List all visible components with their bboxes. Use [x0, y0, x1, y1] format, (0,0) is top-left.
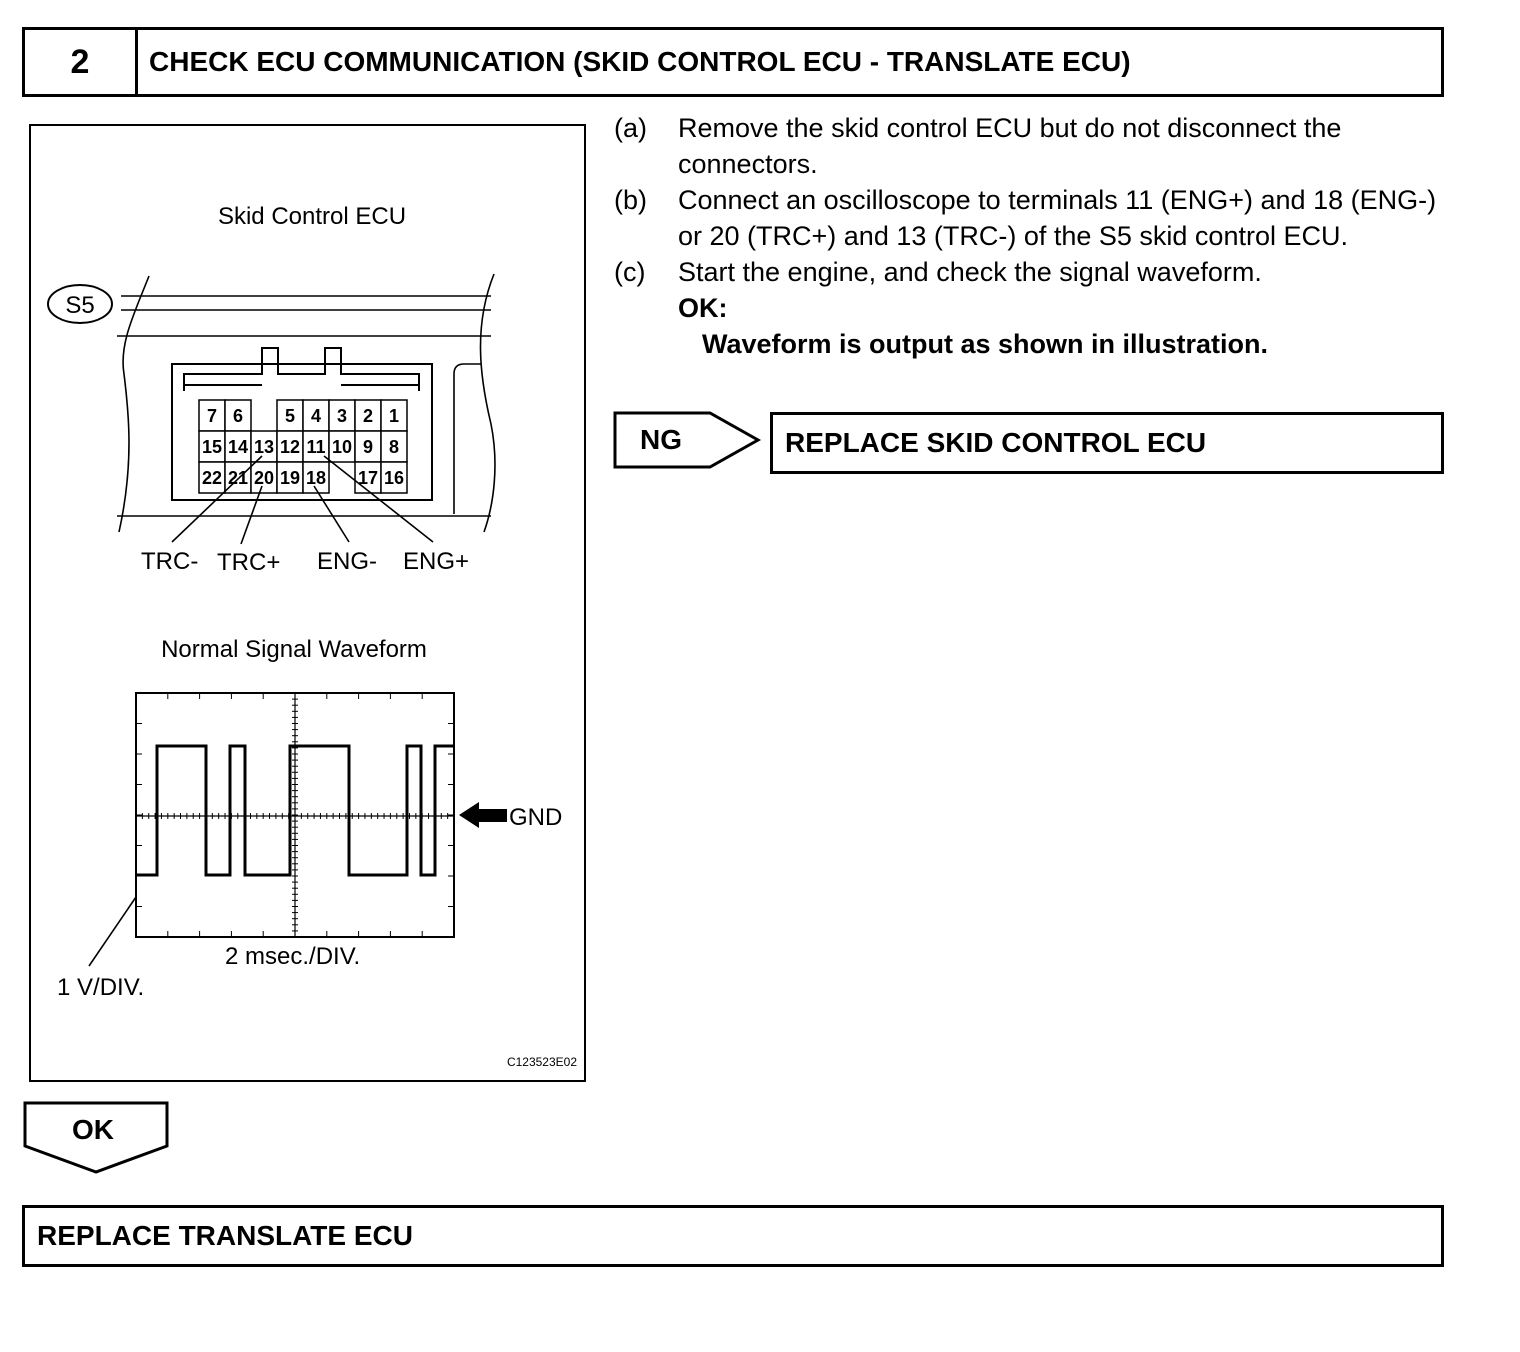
ng-result-box: REPLACE SKID CONTROL ECU [770, 412, 1444, 474]
terminal-cell [380, 461, 408, 494]
terminal-cell [198, 461, 226, 494]
terminal-cell [276, 399, 304, 432]
step-b: (b) Connect an oscilloscope to terminals… [614, 182, 1444, 254]
terminal-number: 9 [363, 437, 373, 457]
terminal-number: 13 [254, 437, 274, 457]
ok-arrow-icon [23, 1101, 169, 1174]
gnd-label: GND [509, 804, 562, 831]
connector-id: S5 [65, 292, 94, 319]
ok-criteria-detail: Waveform is output as shown in illustrat… [702, 329, 1269, 359]
time-div-label: 2 msec./DIV. [225, 943, 360, 970]
terminal-cell [380, 430, 408, 463]
step-c-text: Start the engine, and check the signal w… [678, 257, 1262, 287]
terminal-number: 11 [306, 437, 325, 457]
leader-lines [171, 455, 434, 545]
terminal-number: 17 [358, 468, 378, 488]
terminal-number: 14 [228, 437, 248, 457]
terminal-number: 8 [389, 437, 399, 457]
connector-id-badge [47, 284, 113, 324]
step-header: 2 CHECK ECU COMMUNICATION (SKID CONTROL … [22, 27, 1444, 97]
terminal-number: 3 [337, 406, 347, 426]
terminal-number: 20 [254, 468, 274, 488]
volt-div-label: 1 V/DIV. [57, 974, 144, 1001]
step-c-label: (c) [614, 257, 646, 287]
terminal-label-eng-plus: ENG+ [403, 548, 469, 575]
terminal-cell [328, 399, 356, 432]
terminal-cell [276, 461, 304, 494]
ok-result-text: REPLACE TRANSLATE ECU [37, 1220, 413, 1251]
terminal-number: 6 [233, 406, 243, 426]
step-c: (c) Start the engine, and check the sign… [614, 254, 1444, 290]
figure-code: C123523E02 [507, 1055, 577, 1069]
terminal-number: 15 [202, 437, 222, 457]
terminal-number: 1 [389, 406, 399, 426]
terminal-number: 5 [285, 406, 295, 426]
terminal-label-trc-plus: TRC+ [217, 549, 280, 576]
terminal-number: 18 [306, 468, 326, 488]
ng-result-text: REPLACE SKID CONTROL ECU [785, 427, 1207, 458]
step-b-label: (b) [614, 185, 647, 215]
terminal-cell [354, 430, 382, 463]
ecu-body [117, 273, 496, 533]
ok-criteria-label: OK: [678, 293, 728, 323]
signal-waveform [137, 744, 453, 877]
terminal-number: 4 [311, 406, 321, 426]
oscilloscope-screen [135, 692, 455, 938]
terminal-number: 16 [384, 468, 404, 488]
terminal-number: 10 [332, 437, 352, 457]
step-a: (a) Remove the skid control ECU but do n… [614, 110, 1444, 182]
terminal-cell [276, 430, 304, 463]
terminal-number: 22 [202, 468, 222, 488]
terminal-label-eng-minus: ENG- [317, 548, 377, 575]
step-b-text: Connect an oscilloscope to terminals 11 … [678, 185, 1437, 251]
ok-label: OK [72, 1114, 114, 1145]
terminal-number: 12 [280, 437, 300, 457]
step-title: CHECK ECU COMMUNICATION (SKID CONTROL EC… [149, 46, 1131, 77]
ng-arrow-icon [613, 411, 762, 469]
ng-label: NG [640, 424, 682, 455]
ecu-title: Skid Control ECU [218, 203, 406, 230]
step-number: 2 [25, 30, 138, 94]
gnd-arrow-icon [459, 802, 507, 828]
waveform-title: Normal Signal Waveform [161, 636, 427, 663]
terminal-number: 7 [207, 406, 217, 426]
ok-result-box: REPLACE TRANSLATE ECU [22, 1205, 1444, 1267]
terminal-number: 19 [280, 468, 300, 488]
step-a-label: (a) [614, 113, 647, 143]
step-a-text: Remove the skid control ECU but do not d… [678, 113, 1342, 179]
procedure-steps: (a) Remove the skid control ECU but do n… [614, 110, 1444, 362]
terminal-label-trc-minus: TRC- [141, 548, 198, 575]
terminal-number: 2 [363, 406, 373, 426]
